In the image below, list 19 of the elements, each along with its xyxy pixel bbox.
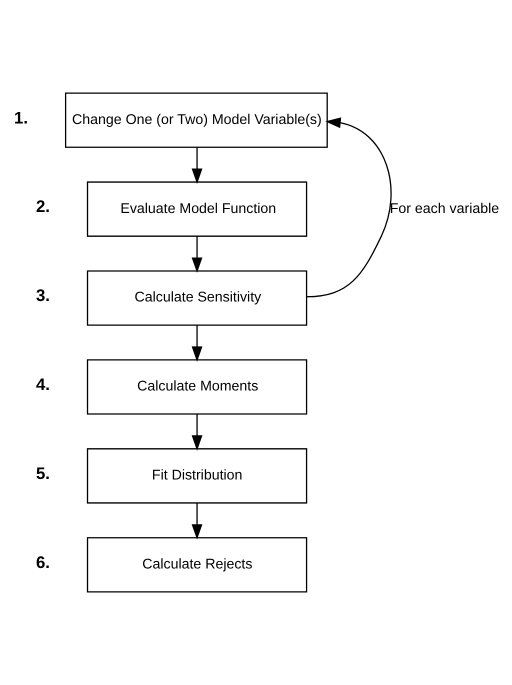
node-box: Change One (or Two) Model Variable(s) [64,92,328,148]
arrow [192,502,202,540]
node-box: Calculate Rejects [86,537,308,592]
node-label: 1. [14,108,28,128]
arrow [192,236,202,273]
arrow [192,147,202,184]
arrow [192,414,202,451]
node-box: Evaluate Model Function [86,181,308,237]
arrow [306,117,392,298]
node-box: Calculate Moments [86,359,308,415]
node-label: 6. [36,552,50,572]
arrow [192,325,202,362]
node-label: 2. [36,197,50,216]
node-label: 5. [36,464,50,483]
edge-label: For each variable [390,200,500,217]
node-label: 3. [36,286,50,306]
node-label: 4. [36,375,50,394]
node-box: Fit Distribution [86,448,308,504]
node-box: Calculate Sensitivity [86,270,308,326]
